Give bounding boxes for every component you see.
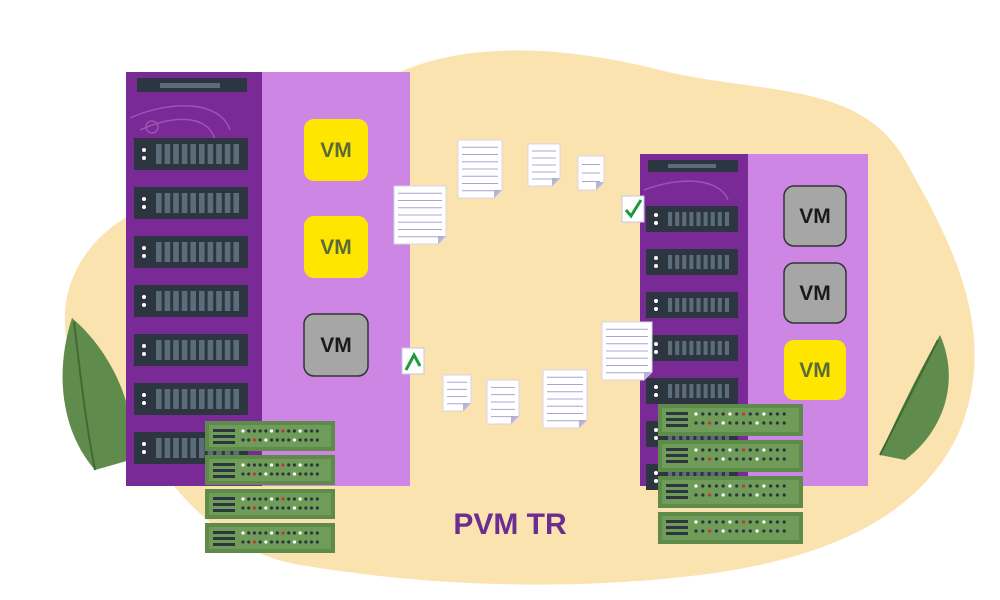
document-icon [442, 374, 472, 412]
vm-label: VM [320, 139, 352, 162]
server-icon [205, 421, 335, 451]
up-arrow-icon [401, 347, 425, 375]
left-vm-list: VM VM VM [303, 119, 369, 377]
server-icon [658, 512, 803, 544]
rack-unit [646, 249, 738, 275]
vm-label: VM [799, 282, 831, 305]
document-transfer-loop [393, 139, 653, 429]
vm-box[interactable]: VM [304, 216, 368, 278]
left-rack-units [134, 138, 248, 464]
server-icon [205, 523, 335, 553]
leaf-icon-left [62, 318, 132, 471]
rack-unit [134, 285, 248, 317]
left-rack-cable [139, 118, 216, 141]
right-rack-header-slot [668, 164, 716, 168]
vm-box[interactable]: VM [783, 262, 847, 324]
server-icon [658, 440, 803, 472]
server-icon [658, 476, 803, 508]
document-icon [542, 369, 588, 429]
left-host-rack [126, 72, 410, 486]
rack-unit [134, 334, 248, 366]
left-rack-cable [129, 104, 231, 131]
vm-box[interactable]: VM [303, 313, 369, 377]
server-icon [205, 489, 335, 519]
rack-unit [134, 236, 248, 268]
check-icon [621, 195, 645, 223]
vm-label: VM [320, 334, 352, 357]
vm-label: VM [799, 205, 831, 228]
diagram-title: PVM TR [453, 508, 567, 541]
document-icon [577, 155, 605, 191]
left-server-stack [205, 421, 335, 553]
vm-box[interactable]: VM [784, 340, 846, 400]
server-icon [205, 455, 335, 485]
right-server-stack [658, 404, 803, 544]
rack-unit [134, 138, 248, 170]
server-icon [658, 404, 803, 436]
rack-unit [646, 335, 738, 361]
document-icon [457, 139, 503, 199]
rack-unit [646, 378, 738, 404]
rack-unit [134, 187, 248, 219]
right-rack-cable [643, 180, 729, 201]
left-rack-cable-loop [145, 120, 159, 134]
right-vm-list: VM VM VM [783, 185, 847, 400]
rack-unit [134, 383, 248, 415]
vm-label: VM [799, 359, 831, 382]
document-icon [601, 321, 653, 381]
left-rack-header-slot [160, 83, 220, 88]
document-icon [527, 143, 561, 187]
document-icon [393, 185, 447, 245]
vm-box[interactable]: VM [304, 119, 368, 181]
leaf-icon-right [879, 335, 949, 460]
rack-unit [646, 292, 738, 318]
rack-unit [646, 206, 738, 232]
vm-label: VM [320, 236, 352, 259]
document-icon [486, 379, 520, 425]
vm-box[interactable]: VM [783, 185, 847, 247]
